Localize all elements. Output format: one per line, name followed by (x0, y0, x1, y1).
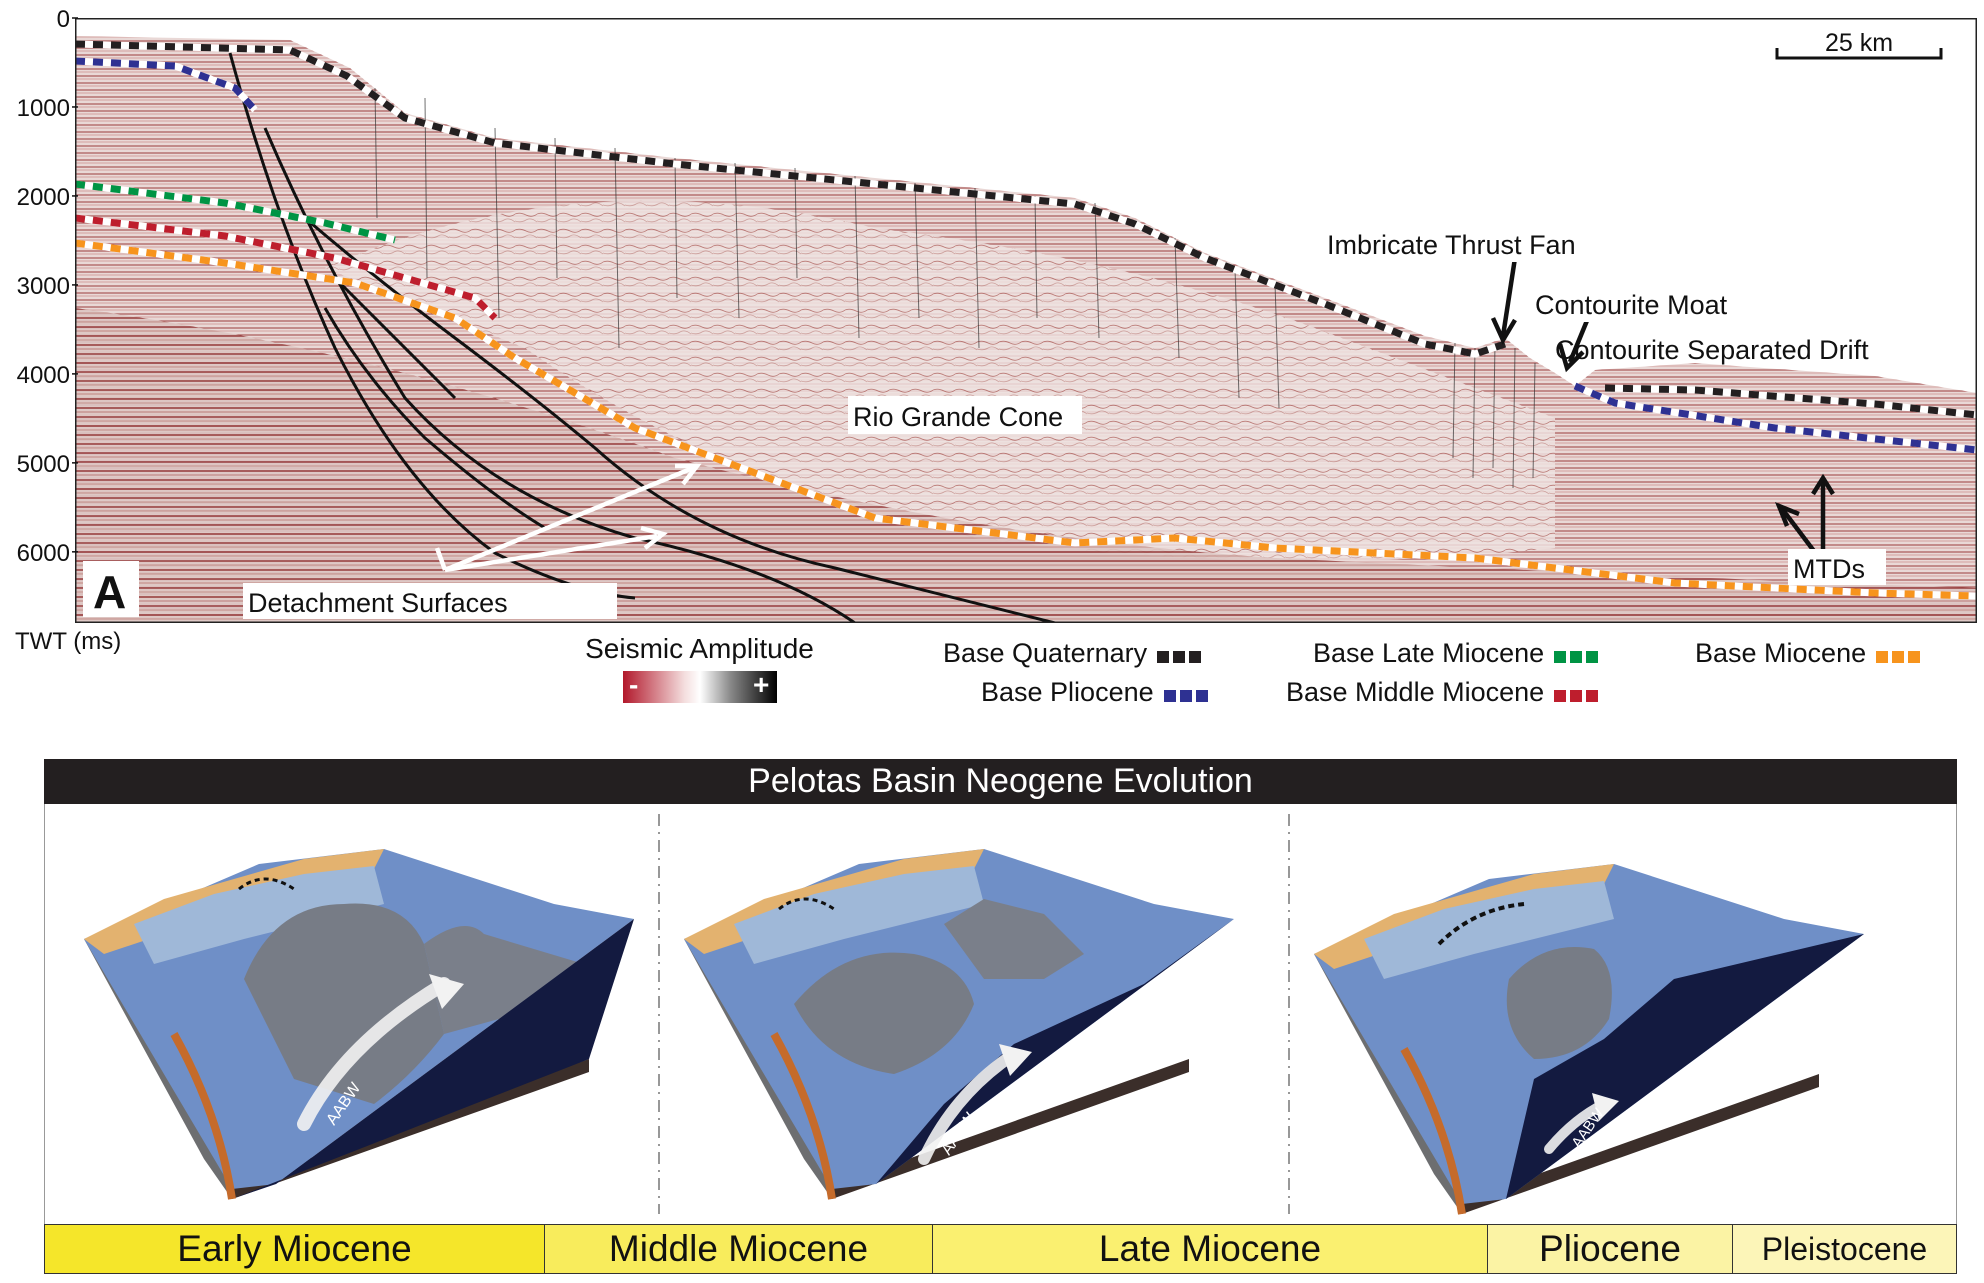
y-tick-label: 5000 (17, 451, 70, 478)
seismic-section: Imbricate Thrust Fan Contourite Moat Con… (75, 18, 1977, 623)
label-contourite-moat: Contourite Moat (1535, 290, 1728, 320)
y-axis: 0 1000 2000 3000 4000 5000 6000 (17, 6, 78, 567)
y-tick-label: 1000 (17, 95, 70, 122)
block-early-miocene: AABW (84, 849, 634, 1200)
amplitude-colorbar (623, 671, 777, 703)
label-mtds: MTDs (1793, 554, 1865, 584)
scale-bar: 25 km (1775, 29, 1943, 60)
time-scale: Early Miocene Middle Miocene Late Miocen… (44, 1224, 1957, 1274)
block-late-miocene: AABW (1314, 864, 1864, 1215)
svg-text:25 km: 25 km (1825, 29, 1893, 57)
evolution-title: Pelotas Basin Neogene Evolution (44, 759, 1957, 804)
evolution-panels (44, 804, 1957, 1224)
block-middle-miocene: AABW (684, 849, 1234, 1200)
label-contourite-drift: Contourite Separated Drift (1555, 335, 1869, 365)
y-axis-label: TWT (ms) (15, 628, 122, 655)
legend-base-middle-miocene: Base Middle Miocene (1286, 677, 1602, 709)
legend-base-miocene: Base Miocene (1695, 638, 1924, 670)
period-middle-miocene: Middle Miocene (545, 1225, 933, 1273)
period-pliocene: Pliocene (1488, 1225, 1733, 1273)
y-tick-label: 6000 (17, 540, 70, 567)
amplitude-legend-title: Seismic Amplitude (585, 633, 814, 664)
period-late-miocene: Late Miocene (933, 1225, 1488, 1273)
y-tick-label: 2000 (17, 184, 70, 211)
legend-base-quaternary: Base Quaternary (943, 638, 1205, 670)
evolution-blocks: AABW AABW AABW (84, 814, 1864, 1215)
period-early-miocene: Early Miocene (45, 1225, 545, 1273)
panel-letter: A (93, 566, 126, 618)
label-imbricate-thrust-fan: Imbricate Thrust Fan (1327, 230, 1576, 260)
y-tick-label: 4000 (17, 362, 70, 389)
label-detachment-surfaces: Detachment Surfaces (248, 588, 508, 618)
y-tick-label: 3000 (17, 273, 70, 300)
legend-base-late-miocene: Base Late Miocene (1313, 638, 1602, 670)
label-rio-grande-cone: Rio Grande Cone (853, 402, 1063, 432)
period-pleistocene: Pleistocene (1733, 1225, 1956, 1273)
detachment-arrows (434, 463, 702, 573)
legend-base-pliocene: Base Pliocene (981, 677, 1212, 709)
y-tick-label: 0 (57, 6, 70, 33)
amplitude-minus: - (629, 669, 639, 700)
amplitude-plus: + (753, 669, 770, 700)
